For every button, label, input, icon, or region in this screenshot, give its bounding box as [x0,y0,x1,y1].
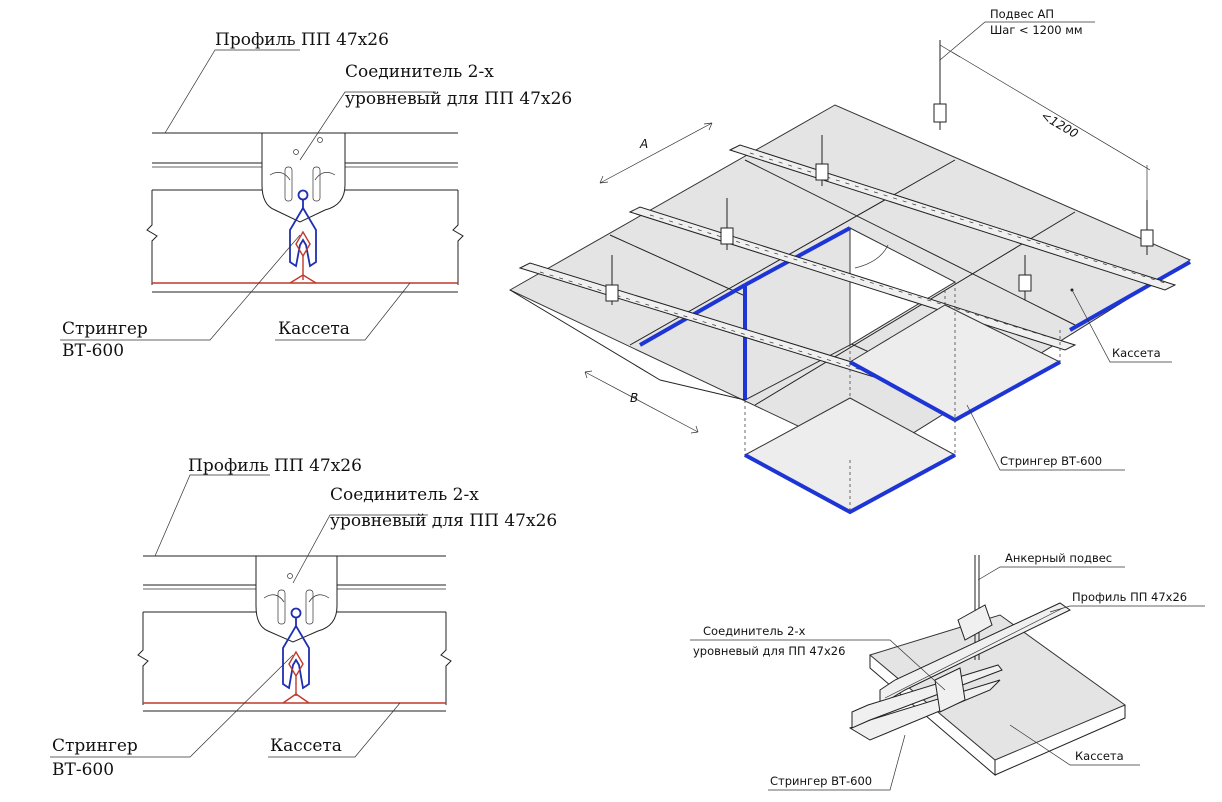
label-profile-bottom: Профиль ПП 47х26 [188,456,362,476]
label-connector-node-line2: уровневый для ПП 47х26 [693,644,845,658]
label-profile-node: Профиль ПП 47х26 [1072,590,1187,604]
label-cassette-bottom: Кассета [270,736,342,756]
dim-spacing: <1200 [1039,108,1081,141]
label-cassette-iso: Кассета [1112,346,1161,360]
section-detail-bottom: Профиль ПП 47х26 Соединитель 2-х уровнев… [50,456,557,780]
section-detail-top: Профиль ПП 47х26 Соединитель 2-х уровнев… [60,30,572,361]
label-stringer-top-line1: Стрингер [62,319,148,339]
label-anchor-node: Анкерный подвес [1005,551,1112,565]
label-stringer-iso: Стрингер ВТ-600 [1000,454,1102,468]
label-stringer-node: Стрингер ВТ-600 [770,774,872,788]
dim-a: A [639,137,648,151]
label-cassette-top: Кассета [278,319,350,339]
label-stringer-bottom-line1: Стрингер [52,736,138,756]
label-stringer-bottom-line2: ВТ-600 [52,760,114,780]
label-connector-top-line1: Соединитель 2-х [345,62,494,82]
isometric-grid: A B <1200 Подвес АП Шаг < 1200 мм Кассет… [508,7,1192,515]
label-hanger-line2: Шаг < 1200 мм [990,23,1083,37]
label-hanger-line1: Подвес АП [990,7,1054,21]
label-cassette-node: Кассета [1075,749,1124,763]
label-profile-top: Профиль ПП 47х26 [215,30,389,50]
label-connector-bottom-line1: Соединитель 2-х [330,485,479,505]
label-stringer-top-line2: ВТ-600 [62,341,124,361]
label-connector-bottom-line2: уровневый для ПП 47х26 [330,511,557,531]
label-connector-top-line2: уровневый для ПП 47х26 [345,89,572,109]
dim-b: B [630,391,638,405]
label-connector-node-line1: Соединитель 2-х [703,624,806,638]
node-detail: Анкерный подвес Профиль ПП 47х26 Соедини… [690,551,1205,791]
